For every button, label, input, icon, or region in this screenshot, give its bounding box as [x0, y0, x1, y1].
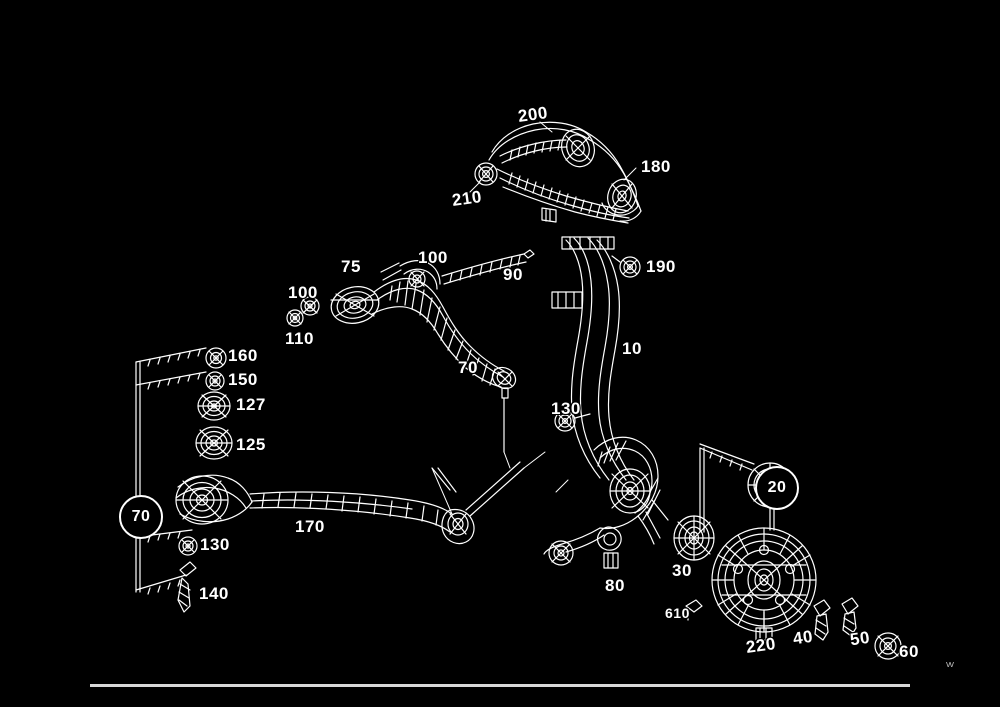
strut-spring-group [551, 236, 641, 481]
callout-160[interactable]: 160 [228, 346, 258, 365]
callout-127[interactable]: 127 [236, 395, 266, 414]
leader-lines-top [469, 121, 637, 193]
callout-70-arm[interactable]: 70 [458, 358, 478, 377]
callout-200[interactable]: 200 [516, 103, 550, 126]
callout-80[interactable]: 80 [605, 576, 625, 595]
callout-100-left[interactable]: 100 [288, 283, 318, 302]
callout-130-lower[interactable]: 130 [200, 535, 230, 554]
callout-20-circled[interactable]: 20 [755, 466, 799, 510]
callout-75[interactable]: 75 [341, 257, 361, 276]
callout-50[interactable]: 50 [848, 627, 872, 650]
callout-125[interactable]: 125 [236, 435, 266, 454]
callout-180[interactable]: 180 [641, 157, 671, 176]
callout-220[interactable]: 220 [744, 634, 778, 657]
callout-190[interactable]: 190 [646, 257, 676, 276]
assembly-connector-lines [431, 451, 569, 515]
callout-140[interactable]: 140 [199, 584, 229, 603]
callout-110[interactable]: 110 [285, 329, 314, 348]
callout-30[interactable]: 30 [672, 561, 692, 580]
callout-130-strut[interactable]: 130 [551, 399, 581, 418]
footer-rule [90, 684, 910, 687]
track-control-arm-group [135, 347, 525, 613]
hub-and-brake-disc-group [673, 443, 902, 660]
callout-70-circled[interactable]: 70 [119, 495, 163, 539]
lower-control-arm-group [286, 249, 535, 453]
callout-90[interactable]: 90 [503, 265, 523, 284]
callout-210[interactable]: 210 [450, 187, 484, 210]
callout-150[interactable]: 150 [228, 370, 258, 389]
callout-40[interactable]: 40 [791, 626, 815, 649]
callout-170[interactable]: 170 [295, 517, 325, 536]
callout-100-upper[interactable]: 100 [418, 248, 448, 267]
callout-610[interactable]: 610 [665, 605, 690, 621]
callout-60[interactable]: 60 [899, 642, 919, 661]
steering-knuckle-group [543, 436, 669, 569]
callout-10[interactable]: 10 [622, 339, 642, 358]
upper-control-arm-group [474, 121, 642, 224]
corner-mark: vv [946, 659, 954, 669]
